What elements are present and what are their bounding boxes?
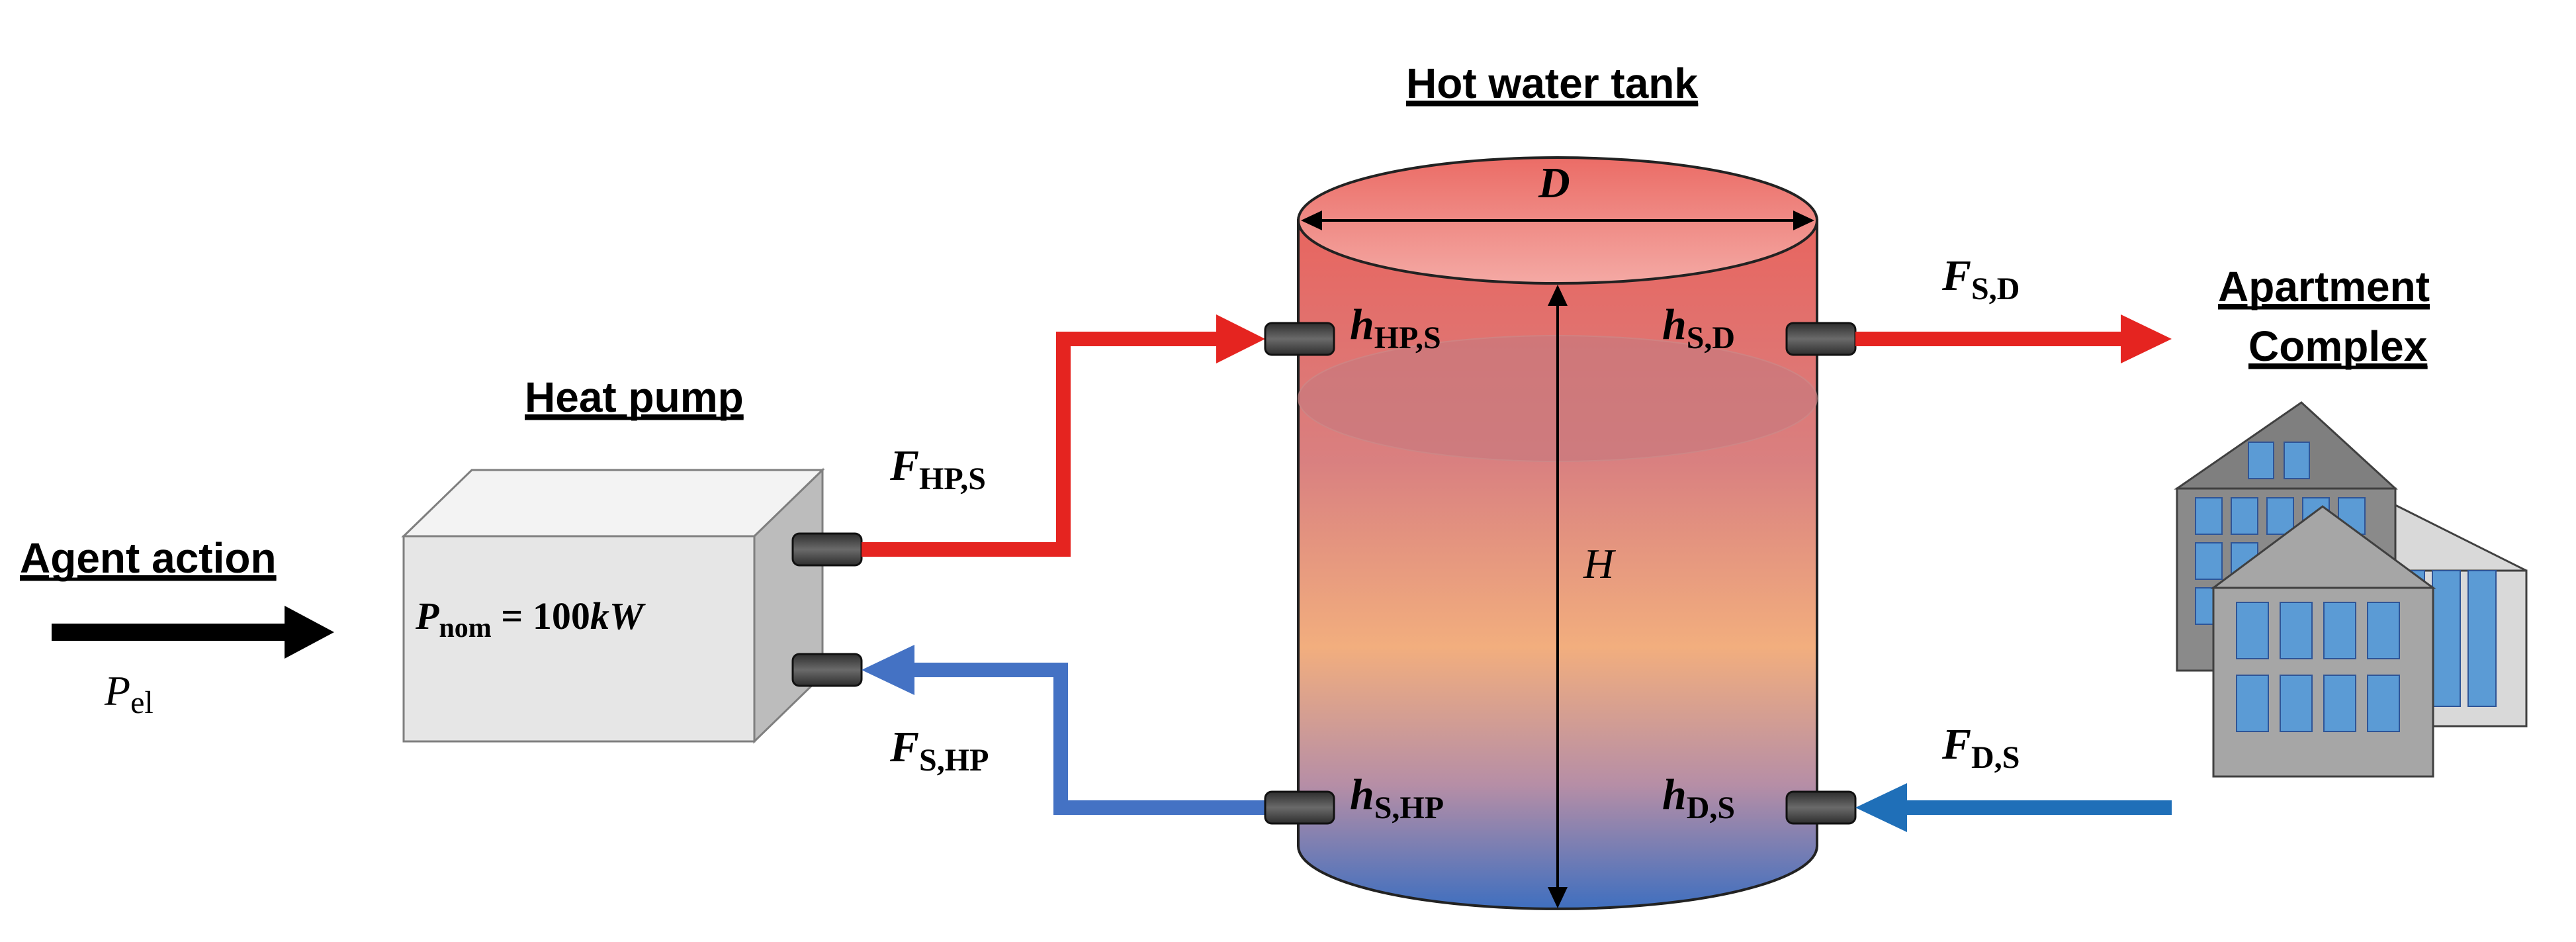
- hp-to-tank-pipe: FHP,S: [862, 314, 1265, 557]
- h-hp-s-symbol: hHP,S: [1350, 301, 1441, 355]
- p-nom-symbol: Pnom = 100kW: [415, 594, 646, 643]
- tank-inlet-hp-connector: [1264, 322, 1335, 356]
- diameter-arrow-right-head: [1793, 211, 1814, 230]
- h-d-s-symbol: hD,S: [1662, 771, 1735, 825]
- f-s-d-symbol: FS,D: [1941, 252, 2020, 306]
- heat-pump-front-face: [402, 535, 756, 743]
- tank-outlet-demand-connector: [1785, 322, 1857, 356]
- hot-demand-arrow-head: [2121, 314, 2172, 363]
- heat-pump-inlet-connector: [791, 653, 863, 687]
- tank-inlet-demand-connector: [1785, 790, 1857, 825]
- demand-to-tank-pipe: FD,S: [1855, 720, 2172, 832]
- apartment-label-line1: Apartment: [2218, 263, 2430, 310]
- hot-water-tank-group: Hot water tank D H hHP,S hS,D hS,HP: [1264, 60, 1857, 910]
- heat-pump-group: Heat pump Pnom = 100kW: [401, 373, 863, 744]
- apartment-building-icon: [2174, 401, 2528, 778]
- height-symbol: H: [1583, 540, 1617, 587]
- agent-action-group: Agent action Pel: [20, 534, 334, 720]
- f-s-hp-symbol: FS,HP: [889, 723, 989, 778]
- diameter-symbol: D: [1538, 159, 1570, 207]
- tank-to-demand-pipe: FS,D: [1855, 252, 2172, 363]
- cold-demand-arrow-head: [1855, 783, 1907, 832]
- f-hp-s-symbol: FHP,S: [889, 442, 986, 496]
- hot-supply-pipe: [862, 332, 1223, 557]
- agent-action-label: Agent action: [20, 534, 277, 582]
- f-d-s-symbol: FD,S: [1941, 720, 2020, 775]
- heat-pump-top-face: [401, 469, 825, 538]
- hot-supply-arrow-head: [1216, 314, 1265, 363]
- height-arrow-bottom-head: [1548, 887, 1568, 908]
- cold-return-pipe: [907, 663, 1265, 815]
- tank-to-hp-pipe: FS,HP: [862, 645, 1265, 815]
- hot-water-tank-label: Hot water tank: [1406, 60, 1698, 107]
- heat-pump-label: Heat pump: [525, 373, 744, 421]
- apartment-complex-group: Apartment Complex: [2174, 263, 2528, 778]
- height-arrow-top-head: [1548, 285, 1568, 306]
- p-el-symbol: Pel: [104, 667, 154, 720]
- heat-pump-outlet-connector: [791, 532, 863, 567]
- h-s-hp-symbol: hS,HP: [1350, 771, 1444, 825]
- cold-return-arrow-head: [862, 645, 914, 695]
- apartment-label-line2: Complex: [2248, 322, 2428, 370]
- agent-action-arrow-head: [285, 606, 334, 659]
- diameter-arrow-left-head: [1301, 211, 1322, 230]
- h-s-d-symbol: hS,D: [1662, 301, 1735, 355]
- tank-outlet-hp-connector: [1264, 790, 1335, 825]
